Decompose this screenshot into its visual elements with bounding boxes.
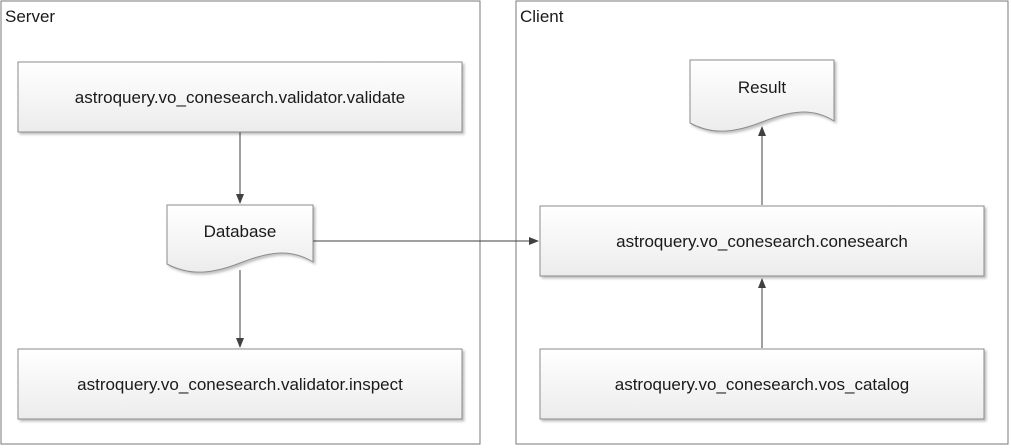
node-database: Database — [166, 204, 314, 273]
node-validate: astroquery.vo_conesearch.validator.valid… — [17, 61, 463, 133]
node-inspect: astroquery.vo_conesearch.validator.inspe… — [17, 348, 463, 420]
node-conesearch-label: astroquery.vo_conesearch.conesearch — [616, 232, 908, 251]
edges — [236, 126, 766, 348]
node-result: Result — [689, 59, 835, 132]
node-result-label: Result — [738, 78, 786, 97]
node-conesearch: astroquery.vo_conesearch.conesearch — [539, 205, 985, 277]
node-vos-catalog: astroquery.vo_conesearch.vos_catalog — [539, 348, 985, 420]
node-vos-catalog-label: astroquery.vo_conesearch.vos_catalog — [615, 375, 910, 394]
node-validate-label: astroquery.vo_conesearch.validator.valid… — [75, 88, 405, 107]
server-panel-label: Server — [5, 7, 55, 26]
node-inspect-label: astroquery.vo_conesearch.validator.inspe… — [77, 375, 403, 394]
client-panel-label: Client — [520, 7, 564, 26]
node-database-label: Database — [204, 222, 277, 241]
